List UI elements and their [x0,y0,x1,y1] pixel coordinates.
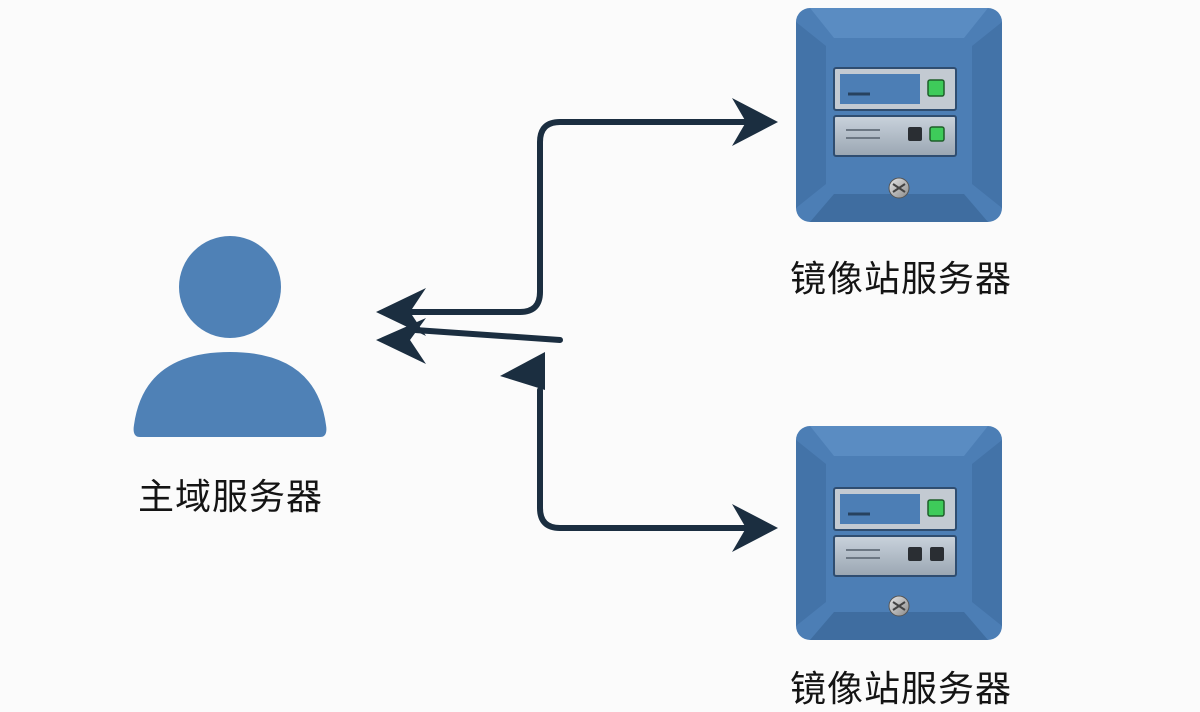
mirror-server-label-1: 镜像站服务器 [790,259,1013,300]
status-led-green [927,79,945,97]
mirror-server-node-2 [796,426,1002,640]
mirror-server-node-1 [796,8,1002,222]
status-led-dark [908,547,922,561]
arrowhead-branch [500,352,545,390]
primary-server-label: 主域服务器 [138,477,324,518]
edge-primary-to-mirror-1 [407,119,748,343]
diagram-canvas [133,8,1002,640]
primary-server-node [133,236,327,437]
arrowheads [376,98,778,552]
user-icon [133,236,327,437]
server-icon [796,8,1002,222]
status-led-dark [908,127,922,141]
mirror-server-label-2: 镜像站服务器 [790,669,1013,710]
arrowhead-to-primary-2 [376,318,426,364]
status-led-green [929,126,945,142]
status-led-dark [930,547,944,561]
arrowhead-to-mirror-1 [732,98,778,146]
arrowhead-to-mirror-2 [732,504,778,552]
server-icon [796,426,1002,640]
status-led-green [927,499,945,517]
edge-primary-to-mirror-2 [537,387,748,531]
